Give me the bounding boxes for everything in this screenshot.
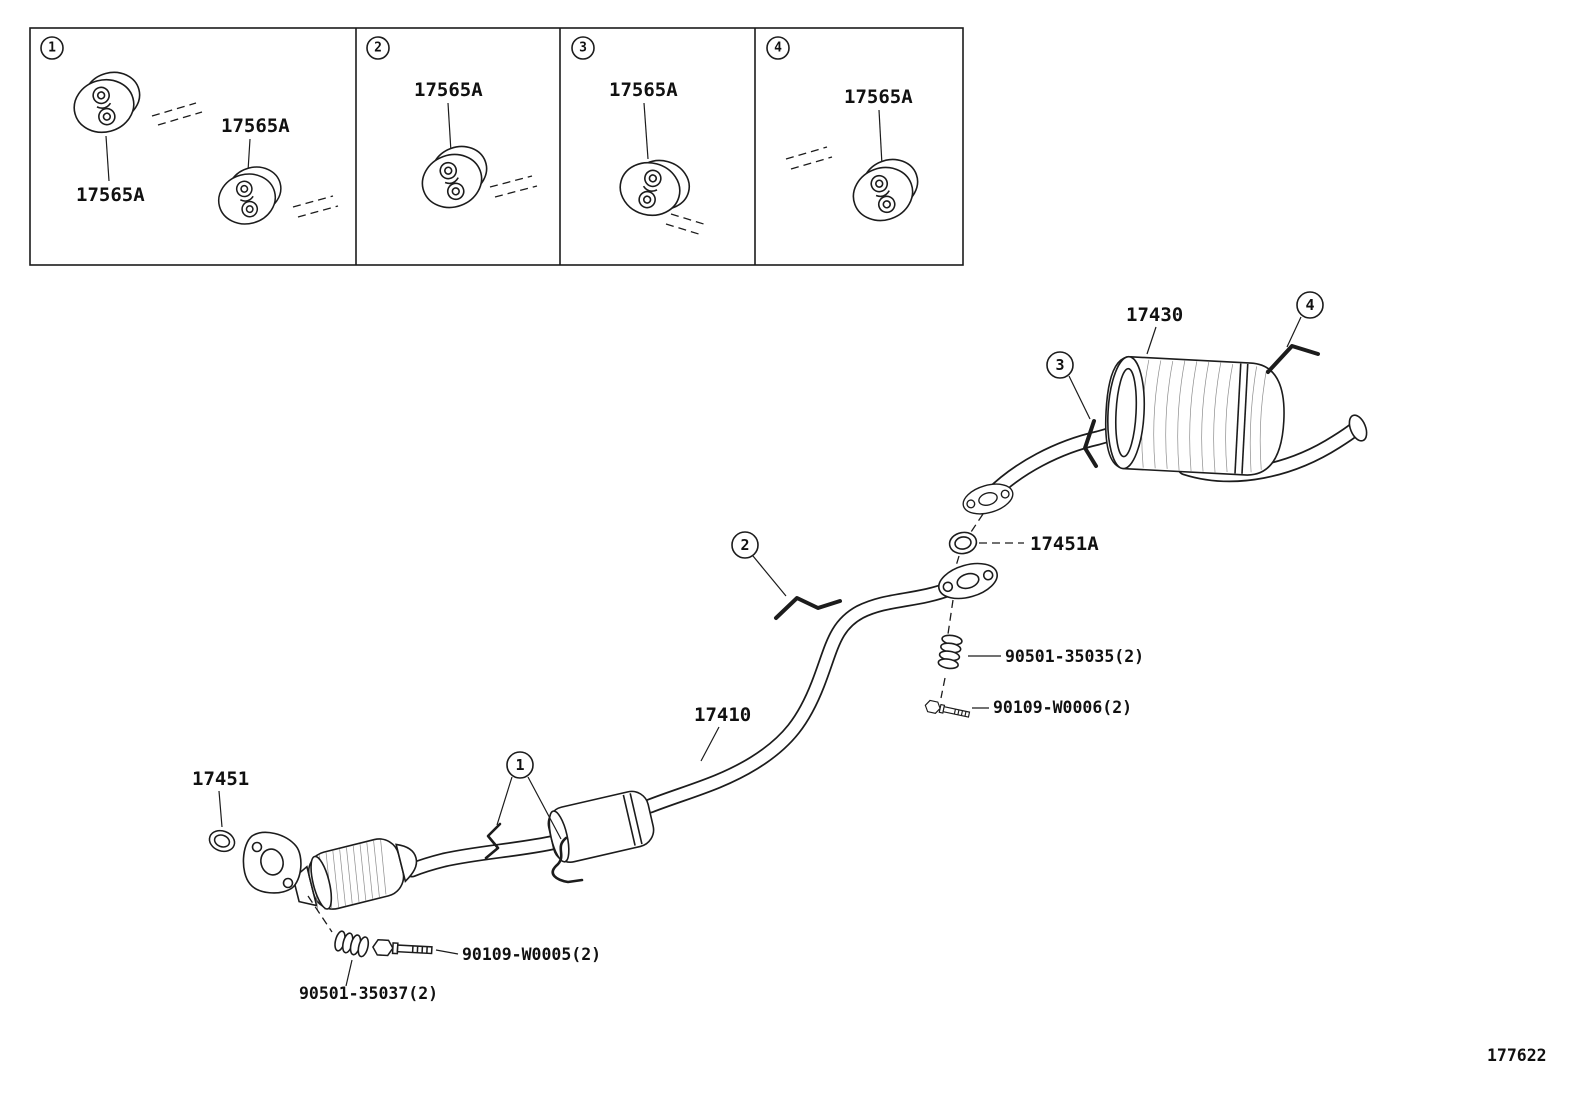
pipe-bracket-b: [551, 836, 584, 884]
panel-cell-1: 1 17565A 17565A: [40, 36, 339, 231]
exhaust-hanger-illustration: [211, 160, 290, 231]
muffler-seam: [1234, 363, 1242, 474]
rod-dash-hint: [670, 213, 708, 226]
tailpipe-tip: [1348, 414, 1368, 442]
part-label-muffler: 17430: [1126, 304, 1183, 326]
leader-line: [1286, 316, 1302, 348]
panel-cell-4: 4 17565A: [766, 36, 929, 230]
muffler-hanger-rod-3: [1083, 419, 1098, 468]
part-label-rear-spring: 90501-35035(2): [1005, 647, 1144, 666]
leader-line: [447, 102, 452, 153]
insulator-variant-panel: 1 17565A 17565A 2 17565A 3 17565A: [29, 27, 964, 266]
exhaust-hanger-illustration: [66, 65, 149, 140]
rod-dash-hint: [292, 195, 334, 208]
panel-cell-2: 2 17565A: [366, 36, 538, 217]
callout-circle-4: [1296, 291, 1324, 319]
part-label-17565a: 17565A: [221, 115, 290, 137]
assembly-axis-dash: [955, 555, 960, 567]
part-label-center-pipe: 17410: [694, 704, 751, 726]
leader-line: [496, 776, 513, 826]
part-label-17565a: 17565A: [414, 79, 483, 101]
catalytic-converter-illustration: [292, 838, 418, 911]
assembly-axis-dash: [970, 513, 984, 533]
panel-cell-3: 3 17565A: [571, 36, 708, 236]
rod-dash-hint: [157, 111, 203, 126]
part-label-rear-bolt: 90109-W0006(2): [993, 698, 1132, 717]
assembly-axis-dash: [947, 599, 954, 635]
callout-number-3: 3: [1055, 356, 1064, 374]
leader-line: [1146, 326, 1157, 355]
leader-line: [105, 135, 110, 182]
rod-dash-hint: [494, 185, 538, 198]
callouts-and-labels: 17430 4 3 17451A 90501-35035(2) 90109-W0…: [192, 291, 1547, 1065]
panel-callout-number-2: 2: [374, 41, 382, 56]
leader-line: [878, 109, 883, 166]
part-label-front-gasket: 17451: [192, 768, 249, 790]
rod-dash-hint: [790, 156, 833, 170]
rod-dash-hint: [297, 205, 339, 218]
leader-line: [752, 555, 787, 597]
center-pipe-hanger-rod-2: [774, 596, 842, 620]
part-label-rear-gasket: 17451A: [1030, 533, 1099, 555]
front-spring-illustration: [334, 930, 370, 958]
part-label-17565a: 17565A: [609, 79, 678, 101]
rod-dash-hint: [489, 175, 533, 188]
pipe-bracket-a: [484, 822, 502, 860]
rod-dash-hint: [151, 102, 197, 117]
muffler-seam: [1241, 363, 1249, 474]
leader-line: [345, 959, 353, 987]
front-gasket-illustration: [205, 826, 239, 856]
panel-callout-number-4: 4: [774, 41, 782, 56]
callout-circle-3: [1046, 351, 1074, 379]
panel-callout-circle-2: [366, 36, 390, 60]
panel-callout-circle-1: [40, 36, 64, 60]
callout-number-2: 2: [740, 536, 749, 554]
leader-line: [247, 138, 251, 172]
panel-callout-circle-4: [766, 36, 790, 60]
rear-muffler-illustration: [1104, 355, 1285, 476]
part-label-front-spring: 90501-35037(2): [299, 984, 438, 1003]
callout-circle-1: [506, 751, 534, 779]
rod-dash-hint: [785, 146, 828, 160]
rod-dash-hint: [665, 223, 703, 236]
part-label-17565a: 17565A: [76, 184, 145, 206]
rear-spring-illustration: [937, 634, 963, 670]
part-label-17565a: 17565A: [844, 86, 913, 108]
exhaust-hanger-illustration: [412, 138, 498, 217]
front-bolt-illustration: [371, 938, 433, 959]
rear-bolt-illustration: [923, 699, 971, 721]
pipe-runs: [404, 414, 1368, 878]
panel-callout-number-3: 3: [579, 41, 587, 56]
exhaust-hanger-illustration: [843, 151, 929, 230]
leader-line: [218, 790, 223, 828]
callout-circle-2: [731, 531, 759, 559]
rear-gasket-illustration: [947, 529, 979, 557]
muffler-end-cap-inner: [1114, 367, 1138, 458]
leader-line: [527, 776, 562, 840]
assembly-axis-dash: [307, 895, 333, 933]
assembly-axis-dash: [940, 677, 946, 699]
panel-border: [29, 27, 964, 266]
exhaust-hanger-illustration: [613, 150, 696, 225]
callout-number-4: 4: [1305, 296, 1314, 314]
diagram-number: 177622: [1487, 1046, 1547, 1065]
front-flange: [242, 831, 302, 894]
leader-line: [700, 726, 720, 762]
callout-number-1: 1: [515, 756, 524, 774]
panel-callout-circle-3: [571, 36, 595, 60]
muffler-hanger-rod-4: [1266, 344, 1320, 374]
panel-callout-number-1: 1: [48, 41, 56, 56]
part-label-front-bolt: 90109-W0005(2): [462, 945, 601, 964]
leader-line: [643, 102, 649, 160]
leader-line: [1068, 375, 1091, 420]
leader-line: [435, 949, 459, 955]
